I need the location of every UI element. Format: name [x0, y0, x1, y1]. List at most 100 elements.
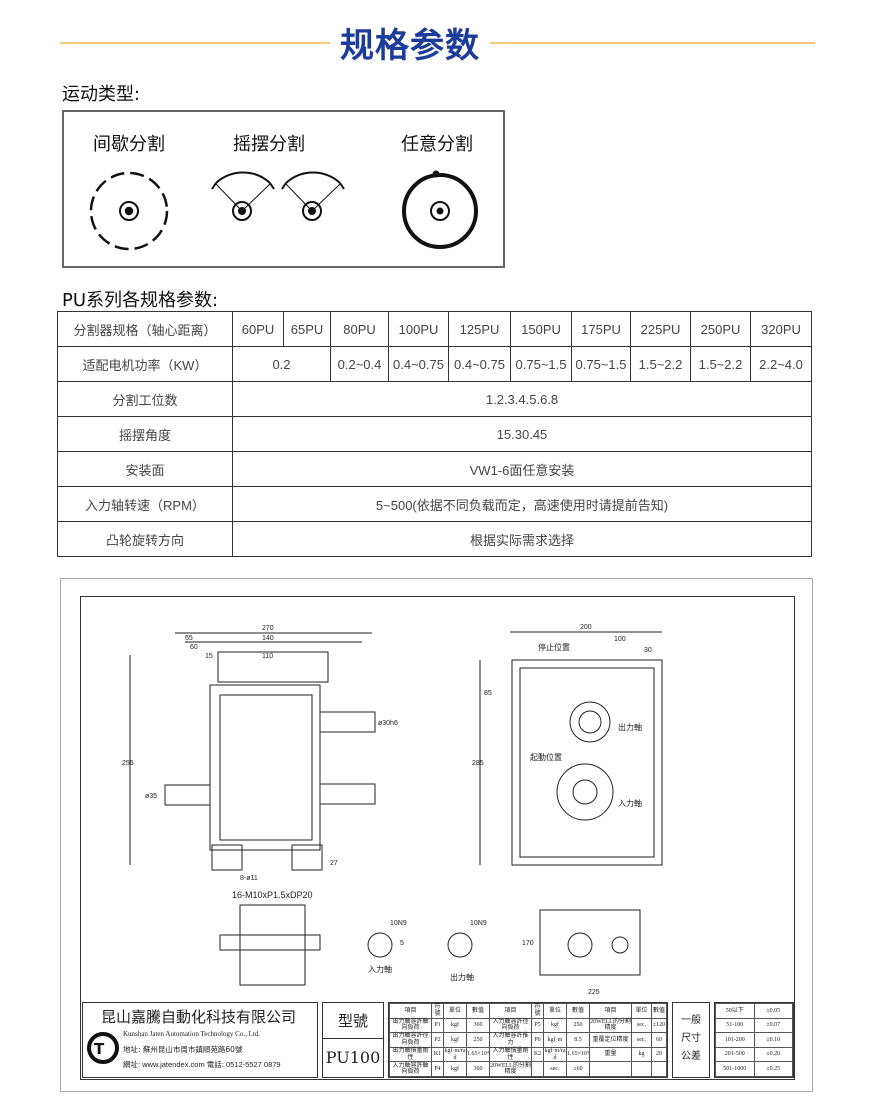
cell: ±0.07: [753, 1017, 793, 1034]
company-block: T 昆山嘉騰自動化科技有限公司 Kunshan Jaten Automation…: [82, 1002, 318, 1078]
motion-arbitrary-label: 任意分割: [401, 134, 473, 155]
cell: 數值: [651, 1003, 667, 1019]
cell: K2: [531, 1046, 544, 1063]
cell: [589, 1061, 632, 1077]
cell: 入力軸容許推力: [489, 1032, 532, 1048]
dim-200: 200: [580, 624, 592, 631]
title-rule-left: [60, 42, 330, 44]
company-address: 地址: 蘇州昆山市周市鎮順苑路60號: [123, 1045, 243, 1054]
row-label: 分割工位数: [57, 381, 233, 417]
cell: 0.4~0.75: [388, 346, 449, 382]
input-shaft-label: 入力軸: [618, 798, 642, 808]
dim-shaft-out: ø30h6: [378, 720, 398, 727]
cell: 20WELL的分割精度: [489, 1061, 532, 1077]
cell: 1.5~2.2: [690, 346, 751, 382]
cell: K1: [431, 1046, 444, 1063]
company-logo-icon: T: [87, 1032, 119, 1064]
cell: kgf·m/rad: [543, 1046, 567, 1063]
svg-text:T: T: [94, 1040, 105, 1058]
cell: 0.4~0.75: [448, 346, 511, 382]
row-label: 分割器规格（轴心距离）: [57, 311, 233, 347]
cell: kgf: [443, 1032, 467, 1048]
model-label: 型號: [323, 1003, 383, 1039]
row-label: 安装面: [57, 451, 233, 487]
front-view: [129, 632, 376, 871]
cell: 入力軸慣量剛性: [489, 1046, 532, 1063]
company-web: 網址: www.jatendex.com 電話: 0512-5527 0879: [123, 1060, 281, 1069]
cell: 出力軸容許軸向負荷: [389, 1017, 432, 1034]
bottom-views: [219, 904, 641, 986]
motion-swing-label: 摇摆分割: [233, 134, 305, 155]
cell: P2: [431, 1032, 444, 1048]
cell: 101-200: [715, 1032, 755, 1048]
cell: 250PU: [690, 311, 751, 347]
table-row: 101-200±0.10: [715, 1032, 793, 1048]
dim-100: 100: [614, 636, 626, 643]
hole-callout: 8-ø11: [240, 875, 258, 882]
stop-position-label: 停止位置: [538, 642, 570, 652]
cell: P6: [531, 1032, 544, 1048]
cell: 0.2: [232, 346, 331, 382]
cell: kgf: [443, 1017, 467, 1034]
motion-types-panel: 间歇分割 摇摆分割 任意分割: [62, 110, 505, 268]
cell: 250: [566, 1017, 590, 1034]
dim-285: 285: [472, 760, 484, 767]
motion-intermittent-label: 间歇分割: [93, 134, 165, 155]
output-shaft-label: 出力軸: [618, 722, 642, 732]
cell: 201-500: [715, 1046, 755, 1063]
cell: 250: [466, 1032, 490, 1048]
dim-15: 15: [205, 653, 213, 660]
tap-callout: 16-M10xP1.5xDP20: [232, 890, 313, 900]
cell: 根据实际需求选择: [232, 521, 812, 557]
technical-drawing-border: [80, 596, 795, 1080]
cell: 符號: [531, 1003, 544, 1019]
table-row: 50以下±0.05: [715, 1003, 793, 1019]
spec-heading: PU系列各规格参数:: [62, 290, 219, 311]
cell: ±0.05: [753, 1003, 793, 1019]
cell: 320PU: [750, 311, 812, 347]
keyway-out: 10N9: [470, 920, 487, 927]
cell: sec.: [543, 1061, 567, 1077]
cell: 單位: [631, 1003, 652, 1019]
table-row: 501-1000±0.25: [715, 1061, 793, 1077]
technical-drawing-frame: [60, 578, 813, 1092]
cell: 360: [466, 1017, 490, 1034]
tolerance-label-text: 一般尺寸公差: [681, 1015, 701, 1062]
cell: ±0.10: [753, 1032, 793, 1048]
swing-icon: [211, 171, 345, 221]
model-value: PU100: [325, 1048, 381, 1067]
table-row: 凸轮旋转方向根据实际需求选择: [57, 521, 812, 557]
cell: 51-100: [715, 1017, 755, 1034]
cell: P1: [431, 1017, 444, 1034]
cell: 出力軸慣量剛性: [389, 1046, 432, 1063]
side-view: [479, 631, 663, 866]
dim-270: 270: [262, 625, 274, 632]
table-row: 51-100±0.07: [715, 1017, 793, 1034]
dim-27: 27: [330, 860, 338, 867]
start-position-label: 起動位置: [530, 752, 562, 762]
cell: 入力軸容許徑向負荷: [489, 1017, 532, 1034]
arbitrary-icon: [402, 170, 478, 249]
model-block: 型號 PU100: [322, 1002, 384, 1078]
cell: 50以下: [715, 1003, 755, 1019]
cell: 項目: [389, 1003, 432, 1019]
cell: 1.2.3.4.5.6.8: [232, 381, 812, 417]
cell: 225PU: [630, 311, 691, 347]
cell: 8.5: [566, 1032, 590, 1048]
cell: 項目: [589, 1003, 632, 1019]
cell: 重覆定位精度: [589, 1032, 632, 1048]
cell: ±0.20: [753, 1046, 793, 1063]
dim-65: 65: [185, 635, 193, 642]
motion-heading: 运动类型:: [62, 84, 141, 105]
cell: 項目: [489, 1003, 532, 1019]
cell: 重量: [589, 1046, 632, 1063]
dim-60: 60: [190, 644, 198, 651]
dim-170: 170: [522, 940, 534, 947]
cell: 150PU: [510, 311, 572, 347]
